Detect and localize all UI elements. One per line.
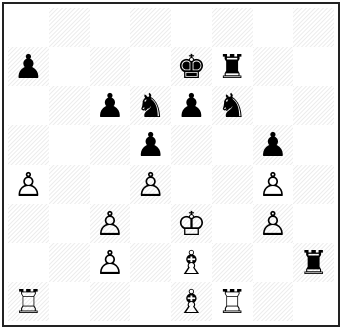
square-e6[interactable]: ♟ bbox=[171, 86, 212, 125]
square-g4[interactable]: ♙ bbox=[253, 165, 294, 204]
square-c6[interactable]: ♟ bbox=[90, 86, 131, 125]
square-f1[interactable]: ♖ bbox=[212, 282, 253, 321]
square-b4[interactable] bbox=[49, 165, 90, 204]
white-rook-icon[interactable]: ♖ bbox=[217, 285, 247, 318]
square-b8[interactable] bbox=[49, 8, 90, 47]
square-a7[interactable]: ♟ bbox=[8, 47, 49, 86]
square-h3[interactable] bbox=[293, 204, 334, 243]
black-pawn-icon[interactable]: ♟ bbox=[177, 89, 207, 122]
square-b2[interactable] bbox=[49, 243, 90, 282]
square-f6[interactable]: ♞ bbox=[212, 86, 253, 125]
square-e1[interactable]: ♗ bbox=[171, 282, 212, 321]
chess-board: ♟ ♚ ♜ ♟ ♞ ♟ ♞ ♟ ♟ ♙ ♙ ♙ ♙ ♔ ♙ ♙ ♗ ♜ ♖ ♗ ♖ bbox=[8, 8, 334, 321]
square-e5[interactable] bbox=[171, 125, 212, 164]
square-d7[interactable] bbox=[130, 47, 171, 86]
black-rook-icon[interactable]: ♜ bbox=[299, 246, 329, 279]
square-h7[interactable] bbox=[293, 47, 334, 86]
square-h4[interactable] bbox=[293, 165, 334, 204]
chess-board-frame: ♟ ♚ ♜ ♟ ♞ ♟ ♞ ♟ ♟ ♙ ♙ ♙ ♙ ♔ ♙ ♙ ♗ ♜ ♖ ♗ ♖ bbox=[2, 2, 340, 327]
square-d5[interactable]: ♟ bbox=[130, 125, 171, 164]
square-e2[interactable]: ♗ bbox=[171, 243, 212, 282]
square-h8[interactable] bbox=[293, 8, 334, 47]
square-h5[interactable] bbox=[293, 125, 334, 164]
square-c2[interactable]: ♙ bbox=[90, 243, 131, 282]
black-pawn-icon[interactable]: ♟ bbox=[258, 128, 288, 161]
square-f4[interactable] bbox=[212, 165, 253, 204]
square-f2[interactable] bbox=[212, 243, 253, 282]
square-a1[interactable]: ♖ bbox=[8, 282, 49, 321]
square-g6[interactable] bbox=[253, 86, 294, 125]
black-knight-icon[interactable]: ♞ bbox=[136, 89, 166, 122]
square-c8[interactable] bbox=[90, 8, 131, 47]
square-f5[interactable] bbox=[212, 125, 253, 164]
square-c4[interactable] bbox=[90, 165, 131, 204]
black-pawn-icon[interactable]: ♟ bbox=[14, 50, 44, 83]
square-e7[interactable]: ♚ bbox=[171, 47, 212, 86]
square-f3[interactable] bbox=[212, 204, 253, 243]
white-pawn-icon[interactable]: ♙ bbox=[95, 246, 125, 279]
white-bishop-icon[interactable]: ♗ bbox=[177, 246, 207, 279]
white-pawn-icon[interactable]: ♙ bbox=[258, 168, 288, 201]
square-b7[interactable] bbox=[49, 47, 90, 86]
square-b1[interactable] bbox=[49, 282, 90, 321]
square-c3[interactable]: ♙ bbox=[90, 204, 131, 243]
square-d4[interactable]: ♙ bbox=[130, 165, 171, 204]
square-h2[interactable]: ♜ bbox=[293, 243, 334, 282]
square-f8[interactable] bbox=[212, 8, 253, 47]
square-g5[interactable]: ♟ bbox=[253, 125, 294, 164]
white-pawn-icon[interactable]: ♙ bbox=[258, 207, 288, 240]
black-pawn-icon[interactable]: ♟ bbox=[95, 89, 125, 122]
black-king-icon[interactable]: ♚ bbox=[177, 50, 207, 83]
square-a3[interactable] bbox=[8, 204, 49, 243]
square-g8[interactable] bbox=[253, 8, 294, 47]
square-a8[interactable] bbox=[8, 8, 49, 47]
square-d6[interactable]: ♞ bbox=[130, 86, 171, 125]
square-e8[interactable] bbox=[171, 8, 212, 47]
square-a5[interactable] bbox=[8, 125, 49, 164]
white-king-icon[interactable]: ♔ bbox=[177, 207, 207, 240]
square-e4[interactable] bbox=[171, 165, 212, 204]
square-h1[interactable] bbox=[293, 282, 334, 321]
square-g2[interactable] bbox=[253, 243, 294, 282]
square-c5[interactable] bbox=[90, 125, 131, 164]
black-pawn-icon[interactable]: ♟ bbox=[136, 128, 166, 161]
square-g1[interactable] bbox=[253, 282, 294, 321]
white-pawn-icon[interactable]: ♙ bbox=[14, 168, 44, 201]
square-h6[interactable] bbox=[293, 86, 334, 125]
square-e3[interactable]: ♔ bbox=[171, 204, 212, 243]
square-b5[interactable] bbox=[49, 125, 90, 164]
black-rook-icon[interactable]: ♜ bbox=[217, 50, 247, 83]
square-d8[interactable] bbox=[130, 8, 171, 47]
square-g7[interactable] bbox=[253, 47, 294, 86]
square-f7[interactable]: ♜ bbox=[212, 47, 253, 86]
white-bishop-icon[interactable]: ♗ bbox=[177, 285, 207, 318]
square-d1[interactable] bbox=[130, 282, 171, 321]
square-g3[interactable]: ♙ bbox=[253, 204, 294, 243]
square-a6[interactable] bbox=[8, 86, 49, 125]
square-d3[interactable] bbox=[130, 204, 171, 243]
white-pawn-icon[interactable]: ♙ bbox=[95, 207, 125, 240]
white-pawn-icon[interactable]: ♙ bbox=[136, 168, 166, 201]
square-c7[interactable] bbox=[90, 47, 131, 86]
square-a2[interactable] bbox=[8, 243, 49, 282]
square-d2[interactable] bbox=[130, 243, 171, 282]
square-c1[interactable] bbox=[90, 282, 131, 321]
black-knight-icon[interactable]: ♞ bbox=[217, 89, 247, 122]
square-a4[interactable]: ♙ bbox=[8, 165, 49, 204]
white-rook-icon[interactable]: ♖ bbox=[14, 285, 44, 318]
square-b6[interactable] bbox=[49, 86, 90, 125]
square-b3[interactable] bbox=[49, 204, 90, 243]
